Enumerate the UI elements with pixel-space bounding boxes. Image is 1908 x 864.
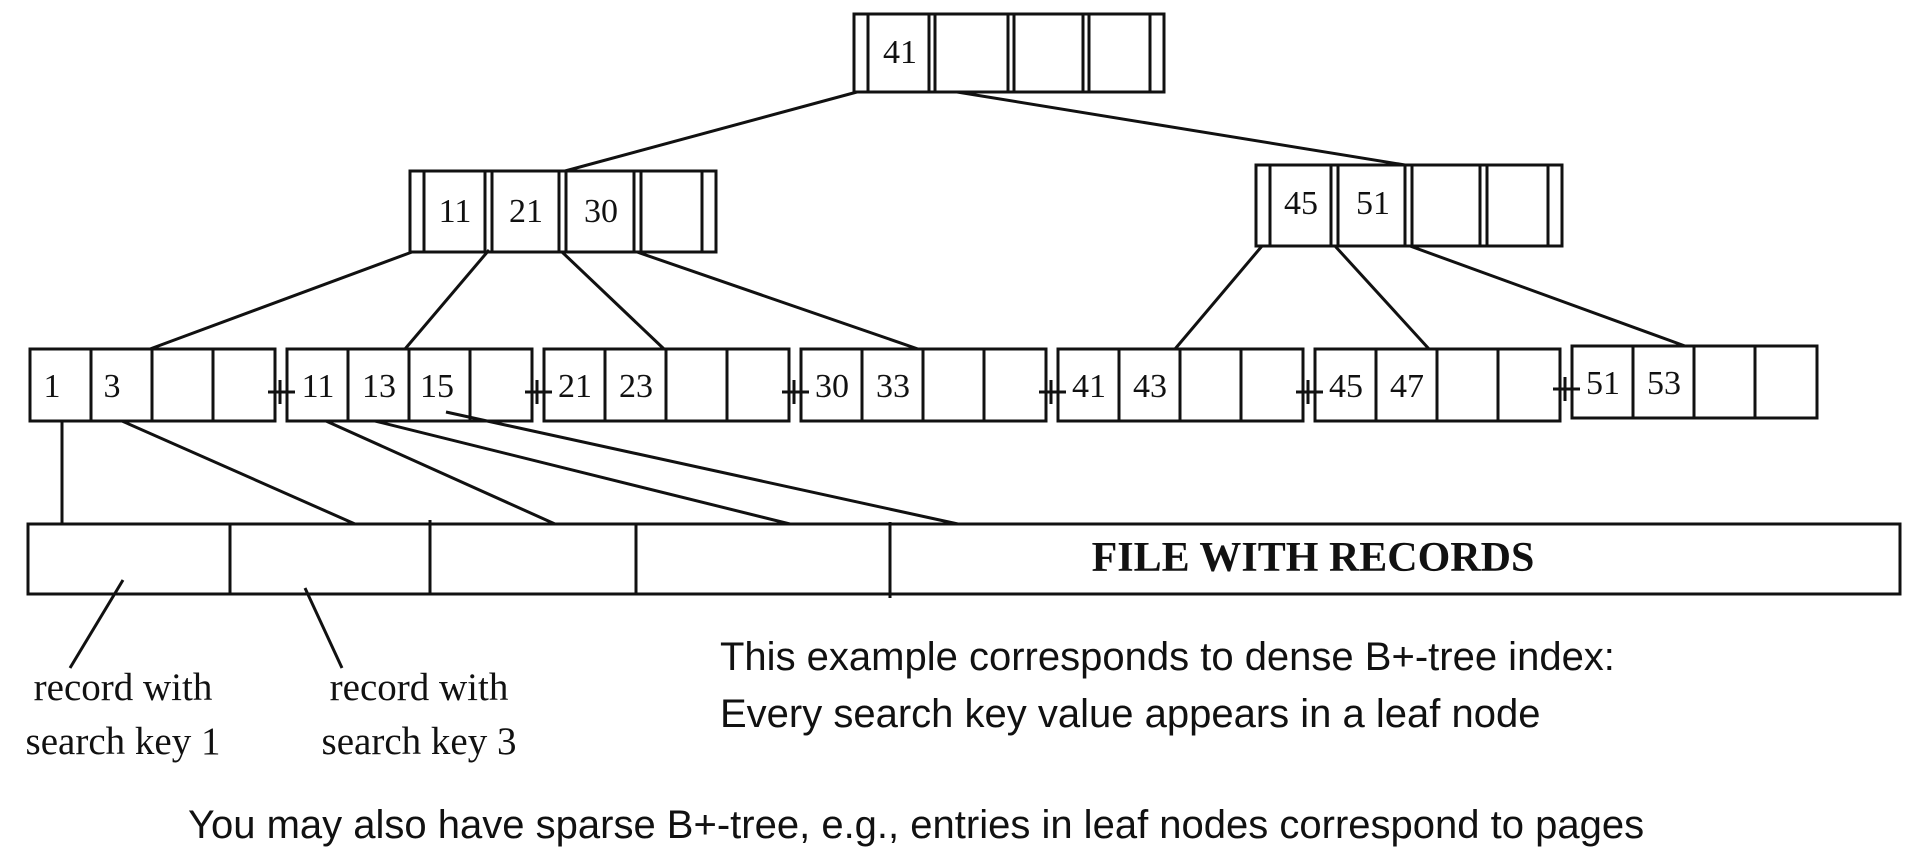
edge-left-to-leaf-2	[403, 249, 491, 350]
leaf-key: 1	[44, 368, 61, 405]
leaf-key: 30	[815, 368, 849, 405]
leaf-node	[1056, 347, 1305, 423]
leaf-key: 33	[876, 368, 910, 405]
record-1-leader	[68, 579, 125, 669]
record-1-label: record with	[34, 666, 213, 709]
leaf-key: 23	[619, 368, 653, 405]
sibling-pointer-markers	[268, 377, 1580, 404]
file-title: FILE WITH RECORDS	[1092, 535, 1535, 581]
leaf-key: 43	[1133, 368, 1167, 405]
leaf-key: 13	[362, 368, 396, 405]
leaf-key: 45	[1329, 368, 1363, 405]
record-pointers	[60, 410, 959, 526]
edge-left-to-leaf-3	[560, 250, 666, 351]
record-1-label: search key 1	[26, 720, 221, 763]
edge-right-to-leaf-5	[1173, 245, 1264, 350]
leaf-node	[1570, 344, 1819, 420]
edge-left-to-leaf-1	[149, 250, 413, 351]
internal-right-key: 45	[1284, 185, 1318, 222]
file-with-records	[26, 520, 1902, 598]
record-3-leader	[303, 587, 344, 669]
edge-right-to-leaf-7	[1409, 244, 1686, 348]
leaf-key: 21	[558, 368, 592, 405]
leaf-key: 15	[420, 368, 454, 405]
edge-left-to-leaf-4	[636, 250, 919, 351]
sparse-note: You may also have sparse B+-tree, e.g., …	[188, 803, 1644, 847]
internal-node-left	[408, 169, 718, 254]
leaf-node	[799, 347, 1048, 423]
leaf-key: 11	[302, 368, 335, 405]
edge-right-to-leaf-6	[1333, 244, 1431, 351]
leaf-node	[285, 347, 534, 423]
root-node	[852, 12, 1166, 94]
edge-root-to-left	[564, 90, 858, 173]
leaf-key: 3	[104, 368, 121, 405]
leaf-key: 41	[1072, 368, 1106, 405]
leaf-node	[1313, 347, 1562, 423]
record-3-label: search key 3	[322, 720, 517, 763]
leaf-node	[28, 347, 277, 423]
leaf-key: 47	[1390, 368, 1424, 405]
leaf-key: 51	[1586, 365, 1620, 402]
edge-root-to-right	[956, 90, 1406, 167]
internal-left-key: 30	[584, 193, 618, 230]
internal-left-key: 11	[439, 193, 472, 230]
internal-node-right	[1254, 163, 1564, 248]
leaf-key: 53	[1647, 365, 1681, 402]
root-key: 41	[883, 34, 917, 71]
internal-right-key: 51	[1356, 185, 1390, 222]
record-3-label: record with	[330, 666, 509, 709]
dense-note-line: Every search key value appears in a leaf…	[720, 692, 1541, 736]
leaf-node	[542, 347, 791, 423]
dense-note-line: This example corresponds to dense B+-tre…	[720, 635, 1615, 679]
internal-left-key: 21	[509, 193, 543, 230]
